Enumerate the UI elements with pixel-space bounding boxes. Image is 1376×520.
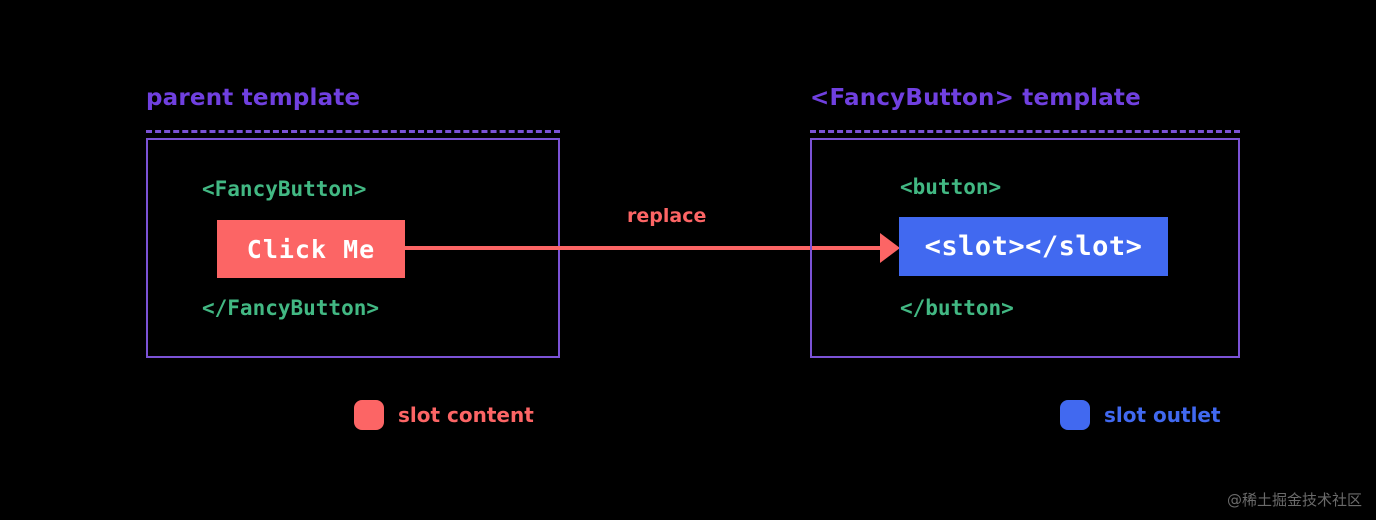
replace-arrow-line xyxy=(405,246,885,250)
replace-arrow-head-icon xyxy=(880,233,900,263)
right-close-tag: </button> xyxy=(900,296,1014,320)
replace-arrow-label: replace xyxy=(627,205,707,227)
legend-swatch-icon xyxy=(1060,400,1090,430)
watermark: @稀土掘金技术社区 xyxy=(1226,491,1362,509)
left-open-tag: <FancyButton> xyxy=(202,177,367,201)
left-close-tag: </FancyButton> xyxy=(202,296,380,320)
right-open-tag: <button> xyxy=(900,175,1002,199)
left-panel-dashed-top-edge xyxy=(146,130,560,133)
legend-label: slot outlet xyxy=(1104,403,1221,427)
right-panel-title: <FancyButton> template xyxy=(810,85,1141,111)
left-panel-title: parent template xyxy=(146,85,361,111)
legend-swatch-icon xyxy=(354,400,384,430)
right-panel-dashed-top-edge xyxy=(810,130,1240,133)
click-me-button[interactable]: Click Me xyxy=(217,220,405,278)
legend-item-slot-outlet: slot outlet xyxy=(1060,400,1221,430)
legend-label: slot content xyxy=(398,403,534,427)
slot-outlet-chip[interactable]: <slot></slot> xyxy=(899,217,1168,276)
legend-item-slot-content: slot content xyxy=(354,400,534,430)
fancybutton-template-panel xyxy=(810,138,1240,358)
